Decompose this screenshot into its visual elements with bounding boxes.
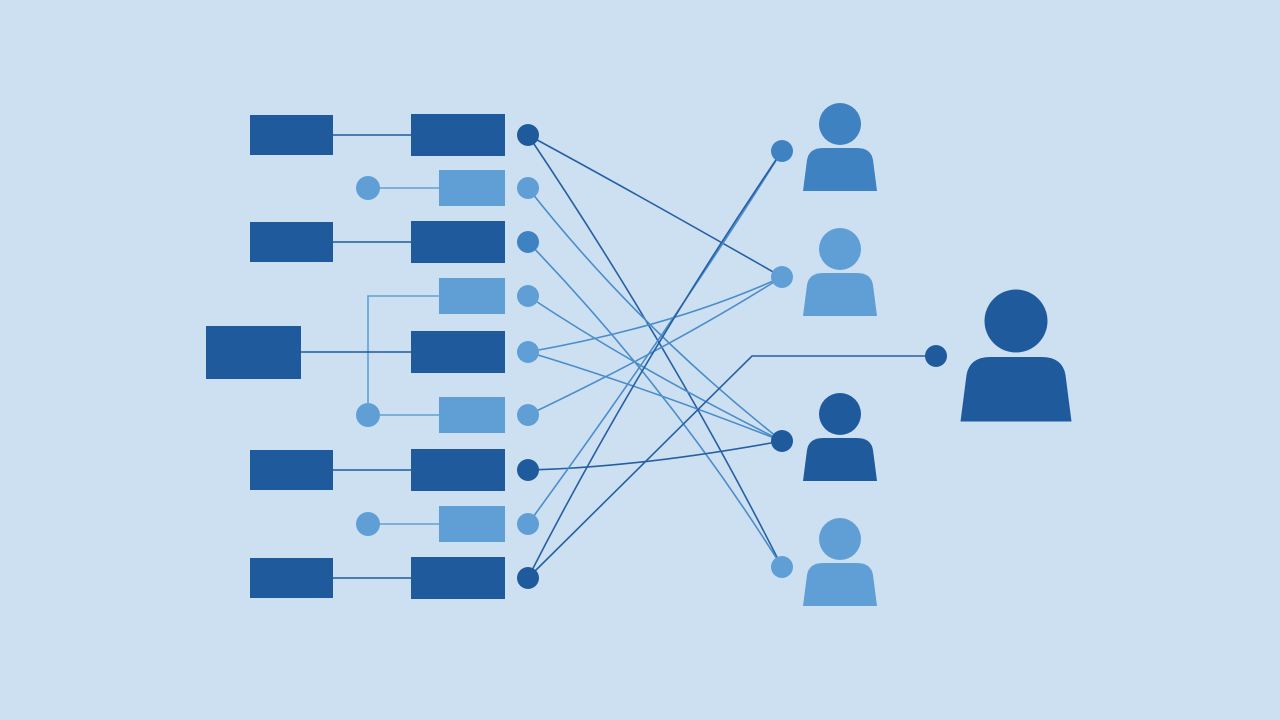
person-icon-main [960, 289, 1072, 422]
port-dot [517, 285, 539, 307]
left-node-l5 [206, 326, 539, 379]
person-head [984, 289, 1048, 353]
person-body [803, 148, 877, 191]
bracket-line [367, 295, 439, 403]
connection-lines [527, 134, 936, 579]
connection-line [527, 295, 783, 442]
left-node-l2 [356, 170, 539, 206]
target-box-small [439, 170, 505, 206]
source-box [250, 115, 333, 155]
target-box [411, 557, 505, 599]
left-node-l6 [356, 397, 539, 433]
port-dot [517, 177, 539, 199]
user-port-dot [771, 556, 793, 578]
target-box-small [439, 506, 505, 542]
port-dot [517, 124, 539, 146]
user-nodes [771, 103, 1072, 606]
left-node-l7 [250, 449, 539, 491]
source-box [250, 558, 333, 598]
connection-line [527, 150, 783, 579]
source-box [250, 450, 333, 490]
person-head [819, 518, 861, 560]
user-port-dot [771, 266, 793, 288]
left-nodes [206, 114, 539, 599]
connection-line [527, 276, 783, 416]
target-box [411, 331, 505, 373]
connection-line [527, 276, 783, 353]
person-body [803, 438, 877, 481]
connection-line [527, 134, 783, 278]
person-body [960, 357, 1072, 422]
left-node-l3 [250, 221, 539, 263]
person-body [803, 563, 877, 606]
source-dot [356, 176, 380, 200]
port-dot [517, 231, 539, 253]
target-box [411, 114, 505, 156]
person-head [819, 393, 861, 435]
port-dot [517, 513, 539, 535]
left-node-l9 [250, 557, 539, 599]
connection-line [527, 355, 936, 579]
port-dot [517, 341, 539, 363]
source-dot [356, 403, 380, 427]
person-icon-u1 [803, 103, 877, 191]
source-box-large [206, 326, 301, 379]
connection-line [527, 187, 783, 442]
port-dot [517, 567, 539, 589]
source-dot [356, 512, 380, 536]
user-port-dot [771, 140, 793, 162]
target-box-small [439, 278, 505, 314]
connection-line [527, 150, 783, 525]
connection-line [527, 134, 783, 568]
left-node-l1 [250, 114, 539, 156]
person-icon-u2 [803, 228, 877, 316]
user-port-dot [771, 430, 793, 452]
connection-line [527, 440, 783, 471]
main-user-port-dot [925, 345, 947, 367]
target-box-small [439, 397, 505, 433]
person-icon-u3 [803, 393, 877, 481]
port-dot [517, 459, 539, 481]
target-box [411, 449, 505, 491]
source-box [250, 222, 333, 262]
port-dot [517, 404, 539, 426]
left-node-l8 [356, 506, 539, 542]
person-head [819, 103, 861, 145]
left-node-l4 [367, 278, 539, 403]
connection-line [527, 241, 783, 568]
target-box [411, 221, 505, 263]
person-icon-u4 [803, 518, 877, 606]
person-head [819, 228, 861, 270]
connection-line [527, 351, 783, 442]
person-body [803, 273, 877, 316]
